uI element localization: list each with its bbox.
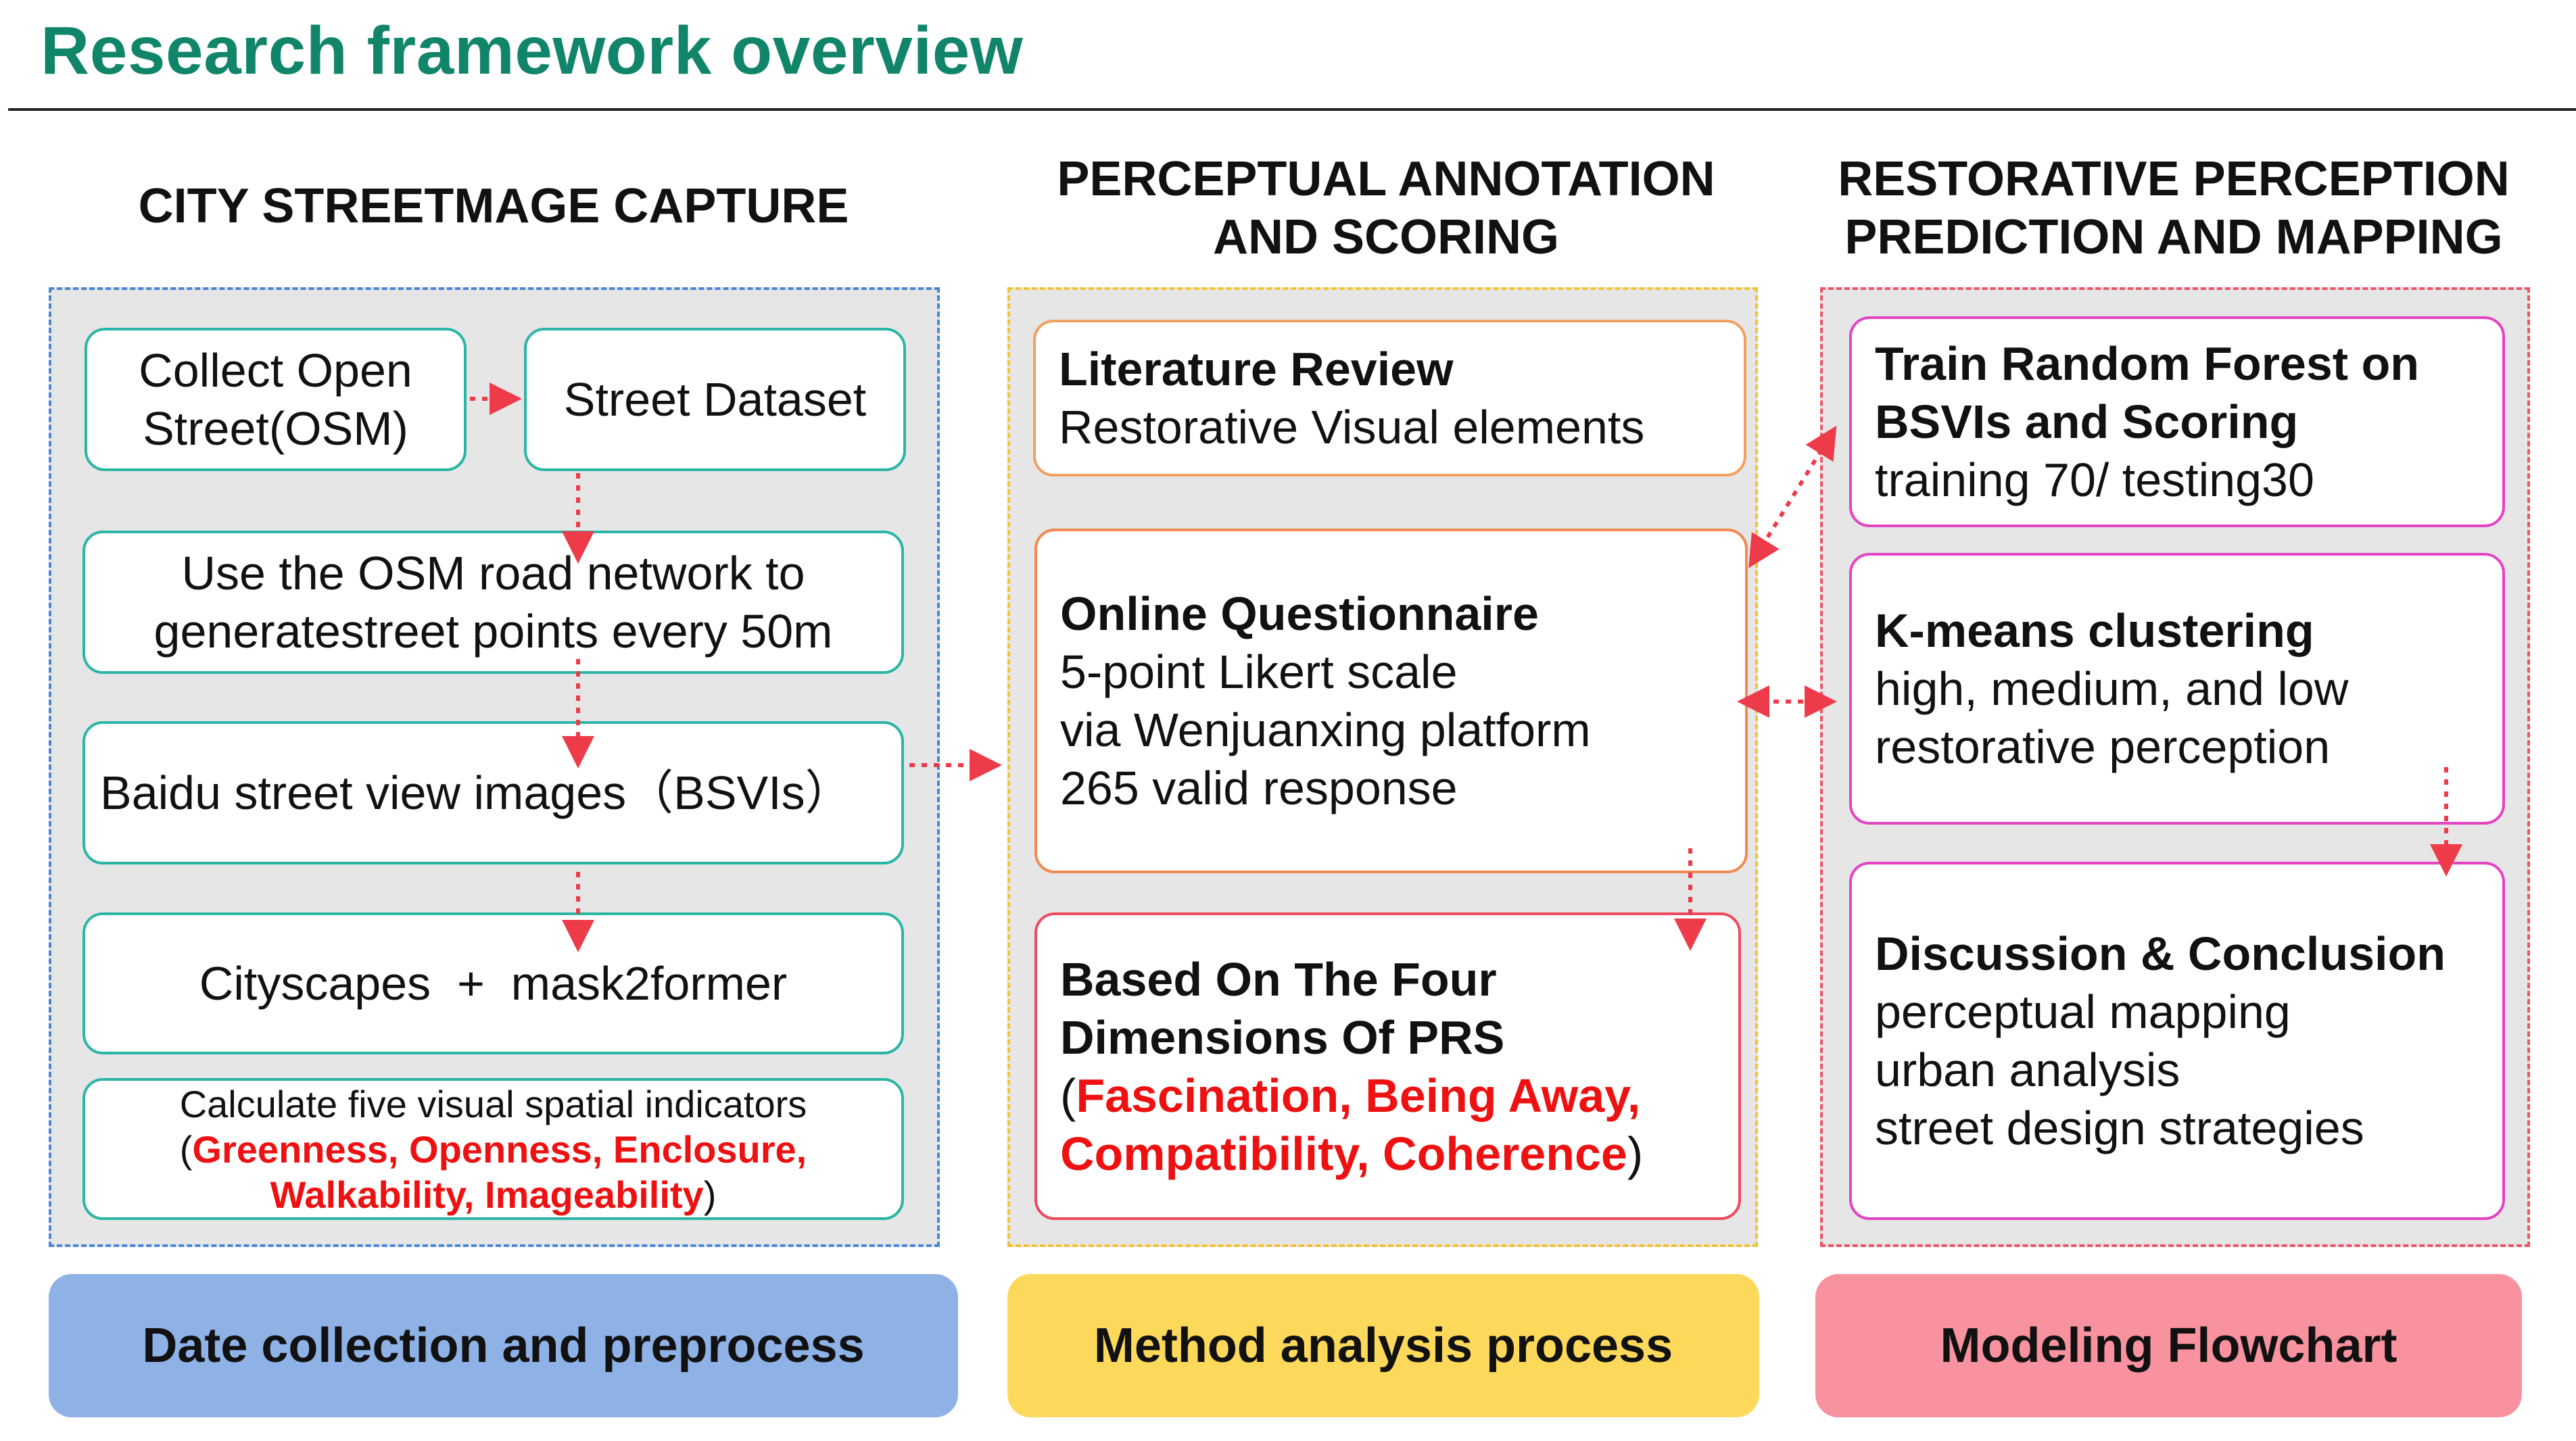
column-heading-prediction-line1: RESTORATIVE PERCEPTION	[1838, 152, 2510, 206]
street-dataset-box: Street Dataset	[524, 328, 906, 471]
kmeans-line1: high, medium, and low	[1875, 662, 2349, 715]
indicators-red-line1: Greenness, Openness, Enclosure,	[192, 1127, 807, 1171]
literature-review-box: Literature Review Restorative Visual ele…	[1033, 320, 1746, 477]
questionnaire-line1: 5-point Likert scale	[1060, 645, 1458, 698]
prs-red-line2: Compatibility, Coherence	[1060, 1127, 1627, 1180]
column-heading-annotation-line1: PERCEPTUAL ANNOTATION	[1057, 152, 1715, 206]
indicators-red-line2: Walkability, Imageability	[270, 1173, 704, 1216]
baidu-bsvi-text: Baidu street view images（BSVIs）	[100, 766, 853, 819]
collect-osm-box: Collect Open Street(OSM)	[85, 328, 467, 471]
literature-review-title: Literature Review	[1059, 343, 1454, 395]
footer-data-collection-label: Date collection and preprocess	[142, 1319, 865, 1373]
random-forest-line2: BSVIs and Scoring	[1875, 395, 2299, 448]
footer-modeling-flowchart: Modeling Flowchart	[1815, 1274, 2522, 1417]
questionnaire-line3: 265 valid response	[1060, 762, 1458, 814]
column-heading-annotation-line2: AND SCORING	[1212, 210, 1559, 264]
column-heading-annotation: PERCEPTUAL ANNOTATION AND SCORING	[1007, 150, 1765, 266]
indicators-line2: (Greenness, Openness, Enclosure,	[180, 1127, 807, 1172]
kmeans-line2: restorative perception	[1875, 720, 2331, 773]
prs-line2: Dimensions Of PRS	[1060, 1010, 1505, 1064]
questionnaire-box: Online Questionnaire 5-point Likert scal…	[1034, 529, 1748, 873]
street-dataset-text: Street Dataset	[563, 373, 867, 426]
prs-close-paren: )	[1627, 1127, 1644, 1180]
prs-line1: Based On The Four	[1060, 952, 1497, 1006]
prs-line4: Compatibility, Coherence)	[1060, 1125, 1643, 1183]
arrow-questionnaire-rf	[1748, 425, 1837, 568]
questionnaire-title: Online Questionnaire	[1060, 587, 1539, 640]
discussion-box: Discussion & Conclusion perceptual mappi…	[1849, 862, 2505, 1220]
indicators-open-paren: (	[179, 1127, 193, 1171]
prs-open-paren: (	[1060, 1069, 1076, 1122]
discussion-line3: street design strategies	[1875, 1102, 2364, 1154]
random-forest-line1: Train Random Forest on	[1875, 337, 2420, 390]
column-heading-prediction: RESTORATIVE PERCEPTION PREDICTION AND MA…	[1819, 150, 2529, 266]
footer-modeling-flowchart-label: Modeling Flowchart	[1940, 1319, 2398, 1373]
title-divider	[8, 108, 2576, 111]
kmeans-box: K-means clustering high, medium, and low…	[1849, 553, 2505, 825]
baidu-bsvi-box: Baidu street view images（BSVIs）	[82, 721, 904, 864]
page-title: Research framework overview	[41, 13, 1024, 89]
cityscapes-box: Cityscapes + mask2former	[82, 912, 904, 1054]
random-forest-line3: training 70/ testing30	[1875, 454, 2314, 506]
column-heading-capture-text: CITY STREETMAGE CAPTURE	[138, 179, 849, 233]
footer-method-analysis-label: Method analysis process	[1093, 1319, 1673, 1373]
road-network-box: Use the OSM road network to generatestre…	[82, 531, 904, 674]
collect-osm-text: Collect Open Street(OSM)	[139, 344, 412, 455]
indicators-box: Calculate five visual spatial indicators…	[82, 1078, 904, 1220]
literature-review-body: Restorative Visual elements	[1059, 401, 1645, 454]
random-forest-box: Train Random Forest on BSVIs and Scoring…	[1849, 316, 2505, 527]
column-heading-capture: CITY STREETMAGE CAPTURE	[47, 177, 940, 235]
prs-red-line1: Fascination, Being Away,	[1076, 1069, 1641, 1122]
footer-method-analysis: Method analysis process	[1007, 1274, 1759, 1417]
footer-data-collection: Date collection and preprocess	[49, 1274, 958, 1417]
road-network-text: Use the OSM road network to generatestre…	[153, 547, 833, 658]
indicators-line3: Walkability, Imageability)	[270, 1172, 717, 1217]
kmeans-title: K-means clustering	[1875, 604, 2314, 657]
questionnaire-line2: via Wenjuanxing platform	[1060, 704, 1591, 756]
cityscapes-text: Cityscapes + mask2former	[199, 957, 788, 1010]
prs-dimensions-box: Based On The Four Dimensions Of PRS (Fas…	[1034, 912, 1741, 1220]
indicators-line1: Calculate five visual spatial indicators	[179, 1082, 807, 1125]
prs-line3: (Fascination, Being Away,	[1060, 1067, 1640, 1125]
discussion-line1: perceptual mapping	[1875, 985, 2291, 1038]
indicators-close-paren: )	[703, 1173, 717, 1216]
column-heading-prediction-line2: PREDICTION AND MAPPING	[1844, 210, 2503, 264]
discussion-title: Discussion & Conclusion	[1875, 927, 2446, 980]
discussion-line2: urban analysis	[1875, 1044, 2180, 1096]
